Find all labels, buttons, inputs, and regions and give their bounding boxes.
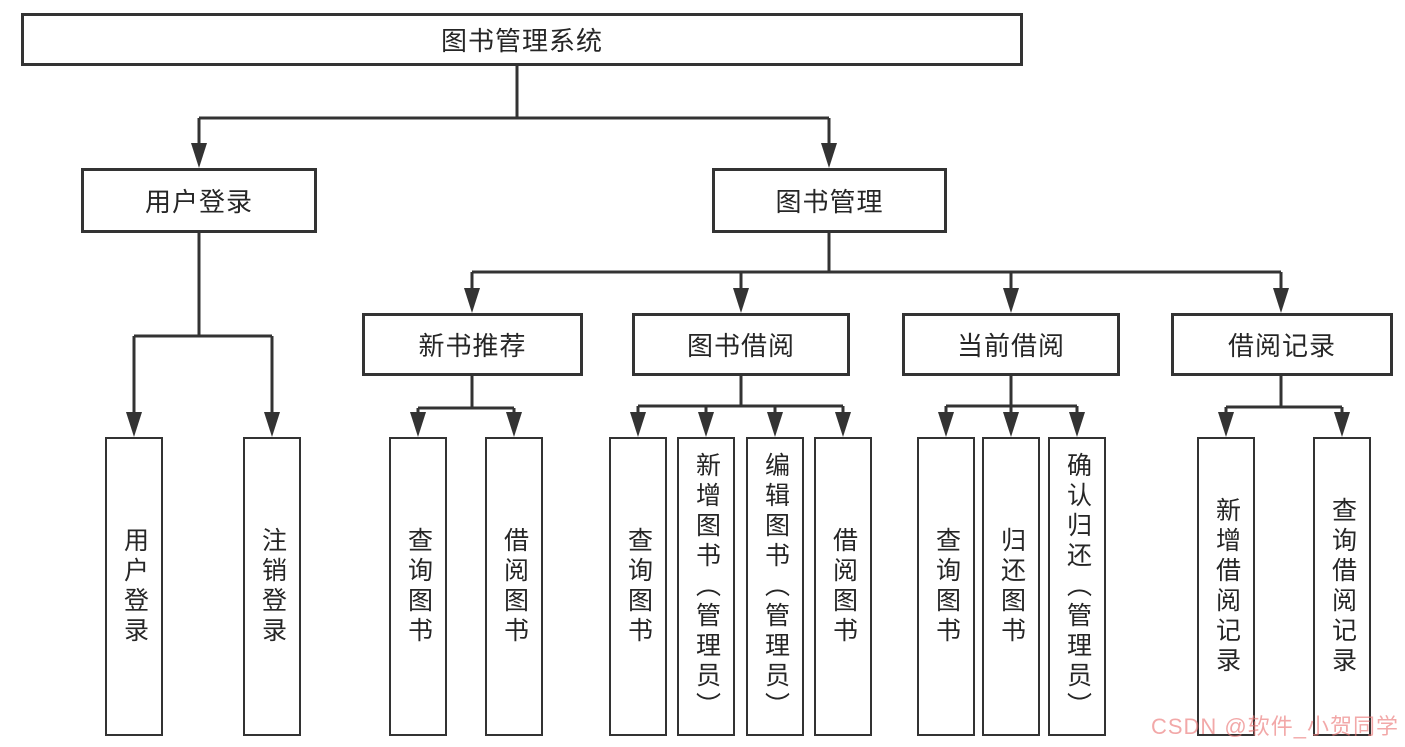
node-label: 图书借阅 <box>686 331 795 361</box>
leaf-label: 借阅图书 <box>829 526 858 647</box>
leaf-query-books-current: 查询图书 <box>917 437 975 736</box>
leaf-add-book-admin: 新增图书（管理员） <box>677 437 735 736</box>
connector-recommend-to-leaves <box>410 376 522 437</box>
leaf-query-books-recommend: 查询图书 <box>389 437 447 736</box>
leaf-label: 注销登录 <box>258 526 287 647</box>
node-label: 当前借阅 <box>956 331 1065 361</box>
arrowhead <box>698 412 714 437</box>
leaf-label: 归还图书 <box>997 526 1026 647</box>
arrowhead <box>1273 288 1289 313</box>
arrowhead <box>1003 412 1019 437</box>
node-new-book-recommend: 新书推荐 <box>362 313 583 376</box>
node-library-management-system: 图书管理系统 <box>21 13 1023 66</box>
arrowhead <box>126 412 142 437</box>
leaf-label: 借阅图书 <box>500 526 529 647</box>
connector-book-mgmt-to-level3 <box>464 233 1289 313</box>
connector-record-to-leaves <box>1218 376 1350 437</box>
arrowhead <box>938 412 954 437</box>
arrowhead <box>191 143 207 168</box>
node-label: 图书管理系统 <box>440 26 603 56</box>
leaf-edit-book-admin: 编辑图书（管理员） <box>746 437 804 736</box>
node-label: 图书管理 <box>775 187 884 217</box>
node-borrow-records: 借阅记录 <box>1171 313 1393 376</box>
arrowhead <box>767 412 783 437</box>
node-label: 借阅记录 <box>1227 331 1336 361</box>
arrowhead <box>821 143 837 168</box>
arrowhead <box>506 412 522 437</box>
leaf-label: 确认归还（管理员） <box>1063 451 1092 722</box>
arrowhead <box>835 412 851 437</box>
node-book-management: 图书管理 <box>712 168 947 233</box>
node-label: 新书推荐 <box>418 331 527 361</box>
leaf-label: 新增借阅记录 <box>1212 496 1241 677</box>
arrowhead <box>264 412 280 437</box>
leaf-label: 编辑图书（管理员） <box>761 451 790 722</box>
arrowhead <box>630 412 646 437</box>
arrowhead <box>410 412 426 437</box>
connector-user-login-to-leaves <box>126 233 280 437</box>
node-user-login: 用户登录 <box>81 168 317 233</box>
leaf-label: 新增图书（管理员） <box>692 451 721 722</box>
leaf-add-borrow-record: 新增借阅记录 <box>1197 437 1255 736</box>
arrowhead <box>1218 412 1234 437</box>
connector-borrow-to-leaves <box>630 376 851 437</box>
connector-root-to-level2 <box>191 66 837 168</box>
leaf-confirm-return-admin: 确认归还（管理员） <box>1048 437 1106 736</box>
leaf-label: 查询图书 <box>624 526 653 647</box>
leaf-query-books-borrow: 查询图书 <box>609 437 667 736</box>
arrowhead <box>1003 288 1019 313</box>
arrowhead <box>733 288 749 313</box>
node-book-borrow: 图书借阅 <box>632 313 850 376</box>
leaf-label: 查询图书 <box>404 526 433 647</box>
leaf-user-login: 用户登录 <box>105 437 163 736</box>
leaf-borrow-books: 借阅图书 <box>814 437 872 736</box>
node-current-borrow: 当前借阅 <box>902 313 1120 376</box>
leaf-logout: 注销登录 <box>243 437 301 736</box>
leaf-query-borrow-record: 查询借阅记录 <box>1313 437 1371 736</box>
arrowhead <box>1069 412 1085 437</box>
leaf-label: 查询借阅记录 <box>1328 496 1357 677</box>
leaf-label: 用户登录 <box>120 526 149 647</box>
arrowhead <box>464 288 480 313</box>
arrowhead <box>1334 412 1350 437</box>
leaf-return-books: 归还图书 <box>982 437 1040 736</box>
leaf-borrow-books-recommend: 借阅图书 <box>485 437 543 736</box>
node-label: 用户登录 <box>144 187 253 217</box>
leaf-label: 查询图书 <box>932 526 961 647</box>
connector-current-to-leaves <box>938 376 1085 437</box>
